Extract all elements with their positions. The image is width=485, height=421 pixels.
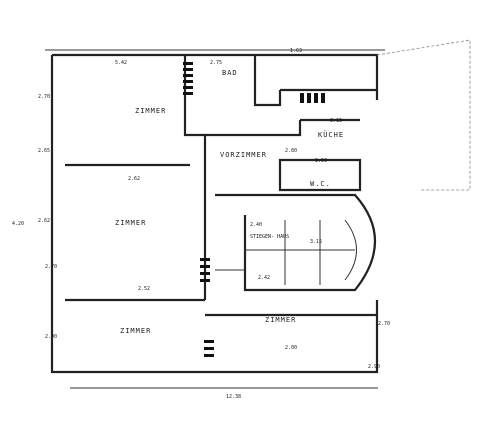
room-label-zimmer-bottom: ZIMMER xyxy=(120,327,151,335)
room-label-stiegenhaus: STIEGEN- HAUS xyxy=(250,234,289,240)
radiators xyxy=(183,62,325,357)
dim-bottom-total: 12.38 xyxy=(226,394,241,400)
interior-walls xyxy=(65,55,377,317)
outer-walls xyxy=(45,39,471,389)
dim-top-width: 5.42 xyxy=(115,60,127,66)
dim-stair-w2: 2.40 xyxy=(250,222,262,228)
dim-left-h5: 2.70 xyxy=(45,264,57,270)
dim-right-h1: 2.70 xyxy=(378,321,390,327)
dim-left-h4: 2.62 xyxy=(38,218,50,224)
dim-stair-width: 2.42 xyxy=(258,275,270,281)
room-label-zimmer-right: ZIMMER xyxy=(265,316,296,324)
dim-vorzimmer-depth: 2.80 xyxy=(285,148,297,154)
dim-zimmer-right-depth: 2.00 xyxy=(285,345,297,351)
dim-mid-b: 2.52 xyxy=(138,286,150,292)
room-label-vorzimmer: VORZIMMER xyxy=(220,151,267,159)
dim-left-h6: 2.90 xyxy=(45,334,57,340)
dim-left-h2: 2.65 xyxy=(38,148,50,154)
room-label-bad: BAD xyxy=(222,69,238,77)
dim-left-h1: 2.70 xyxy=(38,94,50,100)
room-label-kuche: KÜCHE xyxy=(318,130,344,139)
dim-left-h3: 4.20 xyxy=(12,221,24,227)
dim-right-h2: 2.90 xyxy=(368,364,380,370)
room-label-wc: W.C. xyxy=(310,180,331,188)
room-label-zimmer-mid: ZIMMER xyxy=(115,219,146,227)
dim-right-top: 1.63 xyxy=(290,48,302,54)
dim-mid-a: 2.62 xyxy=(128,176,140,182)
dim-bad-top: 2.75 xyxy=(210,60,222,66)
dim-stair-h: 3.15 xyxy=(310,239,322,245)
dim-kuche-width: 3.15 xyxy=(330,118,342,124)
dim-wc-width: 3.50 xyxy=(315,158,327,164)
room-label-zimmer-top: ZIMMER xyxy=(135,107,166,115)
dimension-labels: 5.42 2.75 1.63 3.15 2.80 3.50 2.00 2.42 … xyxy=(12,48,390,400)
